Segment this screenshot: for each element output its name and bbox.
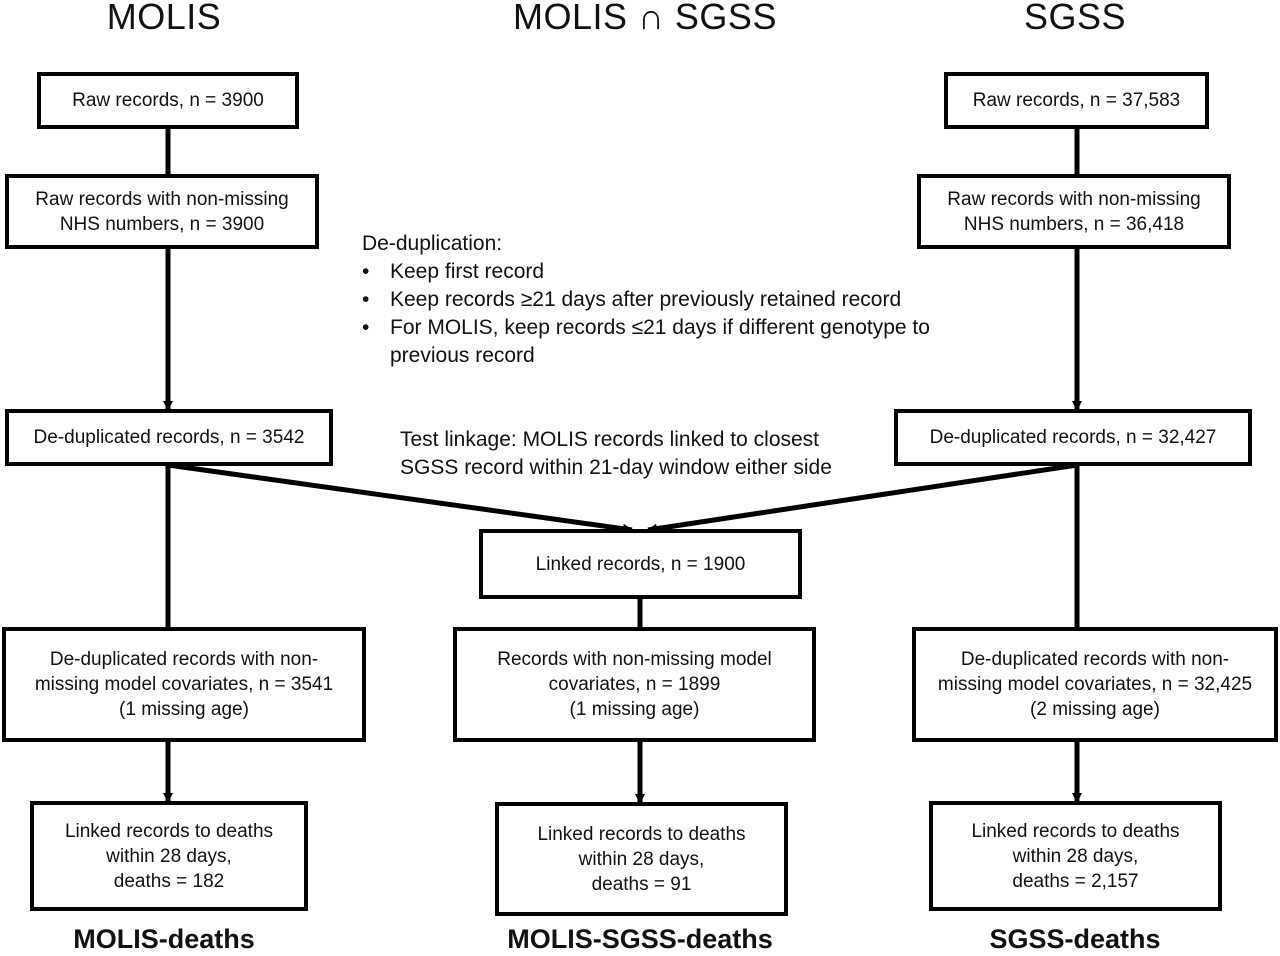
header-sgss: SGSS: [1023, 0, 1127, 37]
molis-covariates-line-2: missing model covariates, n = 3541: [34, 674, 334, 695]
deduplication-rule: Keep first record: [362, 258, 1002, 286]
deduplication-rule: For MOLIS, keep records ≤21 days if diff…: [362, 314, 970, 370]
molis-deaths-line-1: Linked records to deaths: [64, 820, 274, 842]
sgss-deaths-line-3: deaths = 2,157: [1012, 870, 1139, 892]
molis-raw-records-box: Raw records, n = 3900: [37, 72, 299, 129]
linked-deaths-line-3: deaths = 91: [591, 873, 692, 895]
sgss-deaths-box: Linked records to deaths within 28 days,…: [929, 801, 1222, 911]
deduplication-title: De-duplication:: [362, 232, 503, 255]
linked-deaths-line-1: Linked records to deaths: [537, 823, 746, 845]
sgss-raw-records-text: Raw records, n = 37,583: [972, 90, 1181, 111]
molis-covariates-line-1: De-duplicated records with non-: [49, 649, 319, 670]
molis-raw-records-text: Raw records, n = 3900: [72, 90, 264, 111]
sgss-nonmissing-box: Raw records with non-missing NHS numbers…: [917, 174, 1231, 249]
linked-covariates-box: Records with non-missing model covariate…: [453, 627, 816, 742]
molis-covariates-box: De-duplicated records with non- missing …: [2, 627, 366, 742]
molis-dedup-box: De-duplicated records, n = 3542: [5, 409, 333, 466]
sgss-deaths-line-2: within 28 days,: [1012, 845, 1139, 867]
sgss-nonmissing-line-2: NHS numbers, n = 36,418: [963, 213, 1185, 235]
deduplication-rules: Keep first record Keep records ≥21 days …: [362, 258, 1002, 370]
linked-deaths-line-2: within 28 days,: [578, 848, 705, 870]
molis-deaths-box: Linked records to deaths within 28 days,…: [30, 801, 308, 911]
arrow-sgss-dedup-to-linked: [647, 462, 1078, 534]
sgss-covariates-line-2: missing model covariates, n = 32,425: [937, 674, 1253, 695]
sgss-covariates-box: De-duplicated records with non- missing …: [912, 627, 1278, 742]
sgss-deaths-line-1: Linked records to deaths: [971, 820, 1180, 842]
footer-sgss-deaths: SGSS-deaths: [989, 924, 1161, 954]
footer-molis-sgss-deaths: MOLIS-SGSS-deaths: [507, 924, 773, 954]
sgss-dedup-box: De-duplicated records, n = 32,427: [894, 409, 1252, 466]
molis-nonmissing-line-2: NHS numbers, n = 3900: [59, 213, 265, 235]
molis-dedup-text: De-duplicated records, n = 3542: [33, 427, 305, 448]
molis-nonmissing-box: Raw records with non-missing NHS numbers…: [5, 174, 319, 249]
linked-covariates-line-3: (1 missing age): [569, 699, 700, 720]
molis-deaths-line-3: deaths = 182: [113, 870, 225, 892]
deduplication-rule: Keep records ≥21 days after previously r…: [362, 286, 1002, 314]
linked-records-box: Linked records, n = 1900: [479, 529, 802, 599]
header-intersection: MOLIS ∩ SGSS: [513, 0, 777, 37]
sgss-dedup-text: De-duplicated records, n = 32,427: [929, 427, 1217, 448]
linked-covariates-line-1: Records with non-missing model: [497, 649, 772, 670]
molis-covariates-line-3: (1 missing age): [119, 699, 249, 720]
footer-molis-deaths: MOLIS-deaths: [73, 924, 255, 954]
linked-deaths-box: Linked records to deaths within 28 days,…: [495, 802, 788, 916]
molis-deaths-line-2: within 28 days,: [106, 845, 232, 867]
linked-covariates-line-2: covariates, n = 1899: [548, 674, 721, 695]
test-linkage-line-1: Test linkage: MOLIS records linked to cl…: [400, 428, 820, 451]
test-linkage-line-2: SGSS record within 21-day window either …: [400, 456, 832, 479]
arrow-molis-dedup-to-linked: [167, 462, 633, 534]
sgss-nonmissing-line-1: Raw records with non-missing: [947, 188, 1201, 210]
header-molis: MOLIS: [106, 0, 222, 37]
deduplication-note: De-duplication: Keep first record Keep r…: [362, 230, 1002, 370]
linked-records-text: Linked records, n = 1900: [535, 553, 746, 575]
sgss-covariates-line-1: De-duplicated records with non-: [960, 649, 1230, 670]
test-linkage-note: Test linkage: MOLIS records linked to cl…: [400, 426, 900, 482]
sgss-covariates-line-3: (2 missing age): [1030, 699, 1160, 720]
sgss-raw-records-box: Raw records, n = 37,583: [944, 72, 1209, 129]
molis-nonmissing-line-1: Raw records with non-missing: [35, 188, 289, 210]
